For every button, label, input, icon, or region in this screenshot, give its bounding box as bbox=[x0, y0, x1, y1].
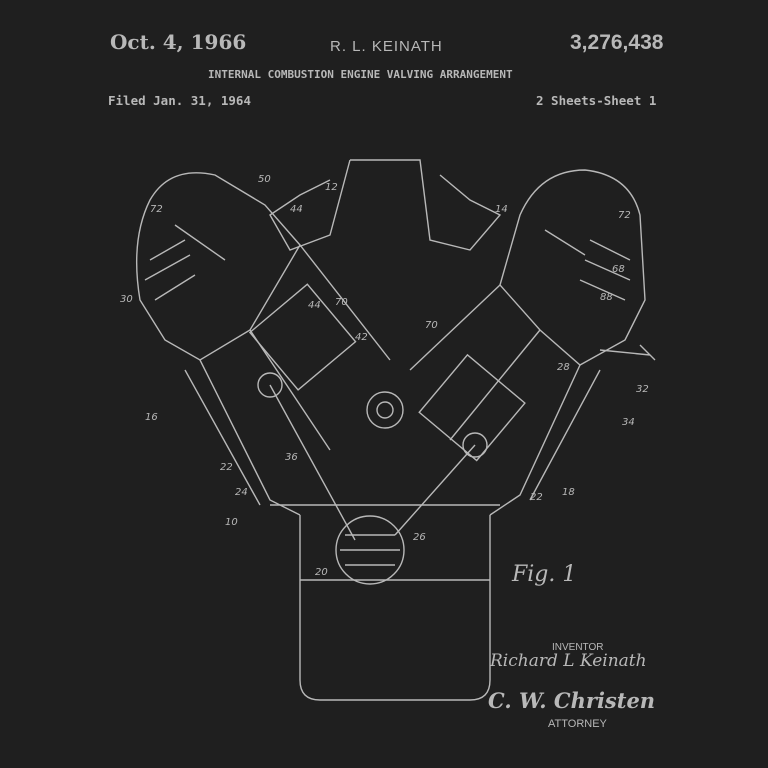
ref-numeral: 14 bbox=[495, 204, 508, 215]
ref-numeral: 28 bbox=[557, 362, 570, 373]
ref-numeral: 68 bbox=[612, 264, 625, 275]
intake-manifold bbox=[269, 159, 502, 251]
right-cylinder-head bbox=[499, 169, 646, 366]
patent-date: Oct. 4, 1966 bbox=[110, 30, 247, 54]
ref-numeral: 10 bbox=[225, 517, 238, 528]
filed-date: Filed Jan. 31, 1964 bbox=[108, 93, 251, 108]
ref-numeral: 42 bbox=[355, 332, 368, 343]
patent-number: 3,276,438 bbox=[570, 31, 664, 54]
ref-numeral: 26 bbox=[413, 532, 426, 543]
ref-numeral: 22 bbox=[530, 492, 543, 503]
spark-plug bbox=[599, 344, 656, 361]
right-piston bbox=[418, 353, 526, 462]
ref-numeral: 72 bbox=[150, 204, 163, 215]
ref-numeral: 16 bbox=[145, 412, 158, 423]
right-bank bbox=[409, 284, 581, 516]
sheet-count: 2 Sheets-Sheet 1 bbox=[536, 93, 657, 108]
ref-numeral: 36 bbox=[285, 452, 298, 463]
left-cylinder-head bbox=[135, 172, 301, 361]
ref-numeral: 12 bbox=[325, 182, 338, 193]
ref-numeral: 88 bbox=[600, 292, 613, 303]
ref-numeral: 22 bbox=[220, 462, 233, 473]
left-piston bbox=[248, 283, 357, 391]
ref-numeral: 70 bbox=[335, 297, 348, 308]
ref-numeral: 72 bbox=[618, 210, 631, 221]
right-wrist-pin bbox=[462, 432, 488, 458]
inventor-label: INVENTOR bbox=[552, 642, 604, 653]
ref-numeral: 44 bbox=[308, 300, 321, 311]
crankshaft bbox=[335, 515, 405, 585]
oil-pan bbox=[270, 504, 500, 701]
ref-numeral: 30 bbox=[120, 294, 133, 305]
attorney-label: ATTORNEY bbox=[548, 718, 607, 730]
inventor-name: R. L. KEINATH bbox=[330, 38, 443, 55]
inventor-signature: Richard L Keinath bbox=[490, 651, 647, 671]
connecting-rods bbox=[269, 384, 476, 541]
camshaft bbox=[366, 391, 404, 429]
ref-numeral: 50 bbox=[258, 174, 271, 185]
left-wrist-pin bbox=[257, 372, 283, 398]
ref-numeral: 44 bbox=[290, 204, 303, 215]
ref-numeral: 34 bbox=[622, 417, 635, 428]
ref-numeral: 70 bbox=[425, 320, 438, 331]
patent-title: INTERNAL COMBUSTION ENGINE VALVING ARRAN… bbox=[208, 68, 513, 81]
ref-numeral: 24 bbox=[235, 487, 248, 498]
ref-numeral: 32 bbox=[636, 384, 649, 395]
ref-numeral: 20 bbox=[315, 567, 328, 578]
ref-numeral: 18 bbox=[562, 487, 575, 498]
left-bank bbox=[199, 244, 391, 516]
figure-label: Fig. 1 bbox=[512, 562, 577, 587]
attorney-signature: C. W. Christen bbox=[488, 688, 656, 713]
